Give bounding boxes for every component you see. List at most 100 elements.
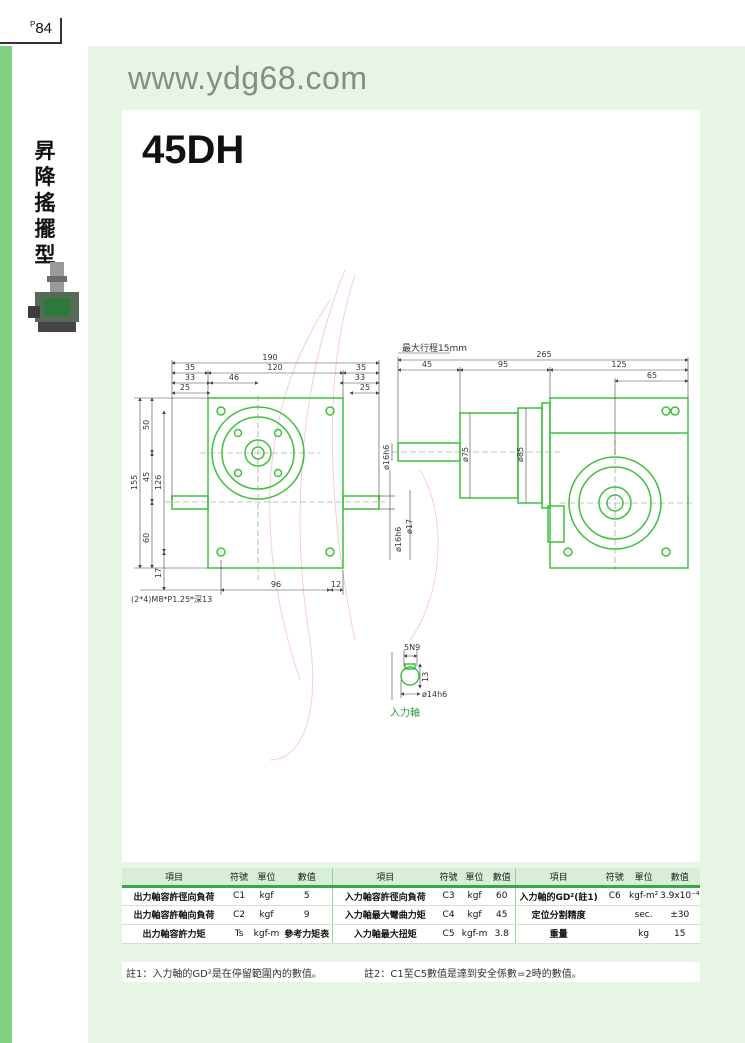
dim-120: 120 bbox=[267, 363, 282, 372]
left-accent-bar bbox=[0, 46, 12, 1043]
dim-96: 96 bbox=[271, 580, 281, 589]
page-number-rule bbox=[0, 42, 62, 44]
header-symbol: 符號 bbox=[437, 868, 461, 888]
dim-50: 50 bbox=[142, 420, 151, 430]
dim-33-left: 33 bbox=[185, 373, 195, 382]
dim-85: ø85 bbox=[516, 447, 525, 462]
input-shaft-detail bbox=[400, 663, 420, 686]
table-cell: kgf bbox=[460, 905, 489, 925]
header-item: 項目 bbox=[514, 868, 602, 888]
table-cell: 5 bbox=[280, 886, 333, 906]
dim-25-left: 25 bbox=[180, 383, 190, 392]
dim-14h6: ø14h6 bbox=[422, 690, 447, 699]
table-cell: 3.9x10⁻⁴ bbox=[659, 886, 700, 906]
front-view-dim-labels: 190 35 120 35 33 46 33 25 25 155 50 45 1… bbox=[130, 353, 414, 604]
table-cell: 45 bbox=[489, 905, 515, 925]
dim-45-side: 45 bbox=[422, 360, 432, 369]
watermark-swirl bbox=[269, 269, 439, 761]
dim-46: 46 bbox=[229, 373, 239, 382]
table-cell: 入力軸的GD²(註1) bbox=[514, 886, 602, 906]
dim-190: 190 bbox=[262, 353, 277, 362]
dim-33-right: 33 bbox=[355, 373, 365, 382]
dim-95: 95 bbox=[498, 360, 508, 369]
category-char: 昇 bbox=[34, 138, 56, 163]
front-view bbox=[171, 397, 380, 569]
side-view-dim-labels: 最大行程15mm 265 45 95 125 65 ø16h6 ø75 ø85 bbox=[382, 342, 657, 470]
dim-265: 265 bbox=[536, 350, 551, 359]
table-cell: C1 bbox=[226, 886, 253, 906]
table-row: 出力軸容許軸向負荷 C2 kgf 9 入力軸最大彎曲力矩 C4 kgf 45 定… bbox=[122, 905, 700, 925]
table-cell: 入力軸容許徑向負荷 bbox=[332, 886, 437, 906]
header-item: 項目 bbox=[122, 868, 227, 888]
table-cell: 參考力矩表 bbox=[280, 924, 333, 944]
input-shaft-labels: 5N9 13 ø14h6 入力軸 bbox=[390, 643, 447, 719]
header-symbol: 符號 bbox=[601, 868, 628, 888]
table-cell bbox=[601, 924, 628, 944]
dim-125: 125 bbox=[611, 360, 626, 369]
table-cell: C6 bbox=[601, 886, 628, 906]
website-url: www.ydg68.com bbox=[128, 60, 368, 96]
header-value: 數值 bbox=[280, 868, 333, 888]
dim-35-right: 35 bbox=[356, 363, 366, 372]
table-cell: 15 bbox=[659, 924, 700, 944]
dim-155: 155 bbox=[130, 475, 139, 490]
table-cell: 重量 bbox=[514, 924, 602, 944]
table-cell: 60 bbox=[489, 886, 515, 906]
input-shaft-label: 入力軸 bbox=[390, 706, 420, 719]
table-cell: sec. bbox=[627, 905, 660, 925]
table-row: 出力軸容許力矩 Ts kgf-m 參考力矩表 入力軸最大扭矩 C5 kgf-m … bbox=[122, 924, 700, 944]
dim-16h6-output: ø16h6 bbox=[394, 527, 403, 552]
stroke-label: 最大行程15mm bbox=[402, 342, 467, 354]
dim-45: 45 bbox=[142, 472, 151, 482]
dim-35-left: 35 bbox=[185, 363, 195, 372]
table-cell: 入力軸最大彎曲力矩 bbox=[332, 905, 437, 925]
side-view-centerlines bbox=[392, 440, 695, 570]
category-char: 擺 bbox=[34, 216, 56, 241]
model-title: 45DH bbox=[142, 128, 245, 172]
input-shaft-dimensions bbox=[391, 650, 422, 700]
dim-126: 126 bbox=[154, 475, 163, 490]
dim-16h6-input: ø16h6 bbox=[382, 445, 391, 470]
dim-60: 60 bbox=[142, 533, 151, 543]
page-number-tick bbox=[60, 18, 62, 44]
spec-table-wrapper: 項目 符號 單位 數值 項目 符號 單位 數值 項目 符號 單位 數值 出力軸容… bbox=[122, 868, 700, 944]
header-unit: 單位 bbox=[627, 868, 660, 888]
dim-17: 17 bbox=[154, 568, 163, 578]
dim-65: 65 bbox=[647, 371, 657, 380]
table-cell: kgf-m bbox=[252, 924, 281, 944]
table-cell: C4 bbox=[437, 905, 461, 925]
table-cell: Ts bbox=[226, 924, 253, 944]
table-cell: 9 bbox=[280, 905, 333, 925]
table-row: 出力軸容許徑向負荷 C1 kgf 5 入力軸容許徑向負荷 C3 kgf 60 入… bbox=[122, 886, 700, 906]
spec-header-row: 項目 符號 單位 數值 項目 符號 單位 數值 項目 符號 單位 數值 bbox=[122, 868, 700, 888]
dim-25-right: 25 bbox=[360, 383, 370, 392]
dim-17-output: ø17 bbox=[405, 519, 414, 534]
table-cell: C2 bbox=[226, 905, 253, 925]
front-view-centerlines bbox=[165, 395, 385, 580]
spec-table: 項目 符號 單位 數值 項目 符號 單位 數值 項目 符號 單位 數值 出力軸容… bbox=[122, 868, 700, 944]
table-cell: kgf-m bbox=[460, 924, 489, 944]
category-char: 型 bbox=[34, 242, 56, 267]
side-view bbox=[397, 397, 689, 569]
table-cell bbox=[601, 905, 628, 925]
front-view-dimensions bbox=[134, 360, 411, 595]
footnote-2: 註2：C1至C5數值是達到安全係數=2時的數值。 bbox=[364, 969, 582, 980]
drawing-card bbox=[122, 110, 700, 862]
table-cell: 入力軸最大扭矩 bbox=[332, 924, 437, 944]
dim-75: ø75 bbox=[461, 447, 470, 462]
dim-12: 12 bbox=[331, 580, 341, 589]
dim-13: 13 bbox=[421, 672, 430, 682]
table-cell: kgf-m² bbox=[627, 886, 660, 906]
header-unit: 單位 bbox=[460, 868, 489, 888]
page-number: P84 bbox=[30, 20, 53, 37]
table-cell: kgf bbox=[460, 886, 489, 906]
table-cell: C5 bbox=[437, 924, 461, 944]
footnotes: 註1：入力軸的GD²是在停留範圍內的數值。 註2：C1至C5數值是達到安全係數=… bbox=[122, 962, 700, 982]
header-item: 項目 bbox=[332, 868, 437, 888]
table-cell: 出力軸容許軸向負荷 bbox=[122, 905, 227, 925]
category-char: 搖 bbox=[34, 190, 56, 215]
table-cell: 出力軸容許徑向負荷 bbox=[122, 886, 227, 906]
table-cell: kgf bbox=[252, 905, 281, 925]
table-cell: kgf bbox=[252, 886, 281, 906]
header-symbol: 符號 bbox=[226, 868, 253, 888]
